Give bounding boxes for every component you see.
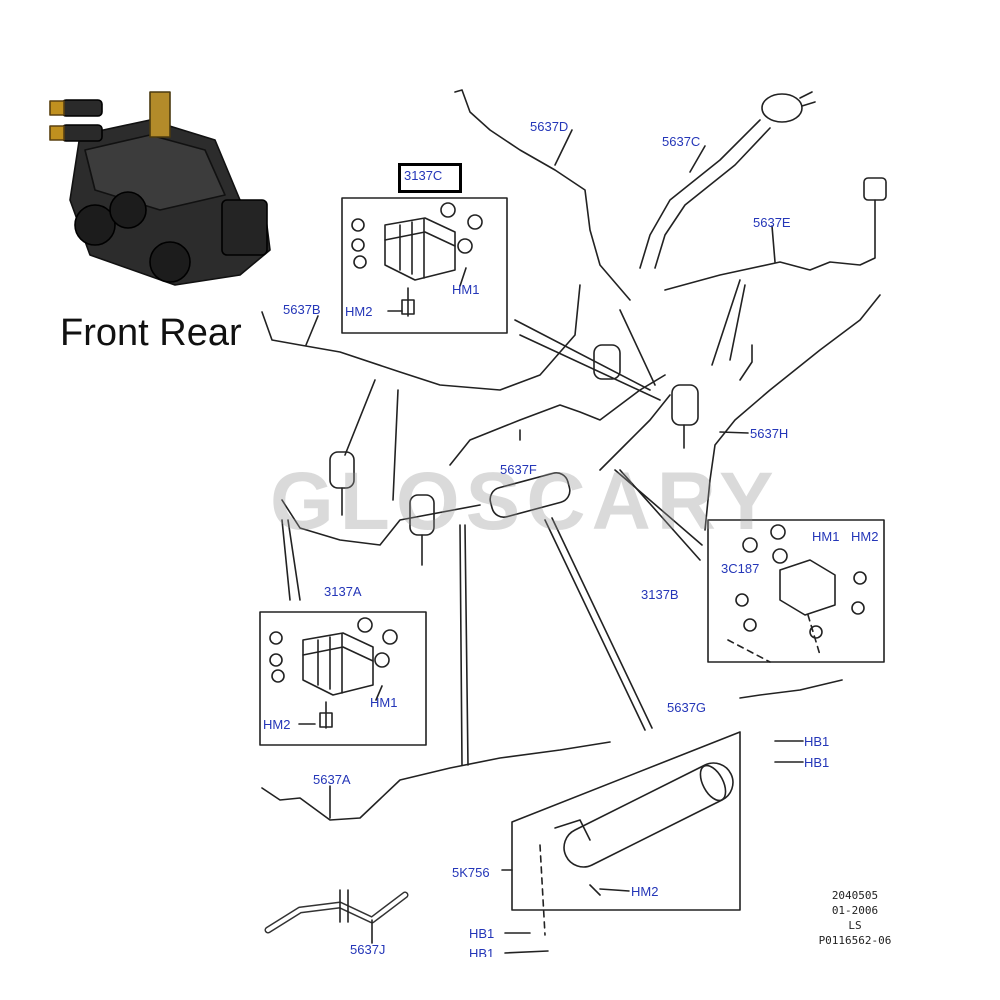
label-hb1-right-2: HB1: [804, 755, 830, 770]
label-hm2-a: HM2: [263, 717, 291, 732]
drawing-reference-stamp: 2040505 01-2006 LS P0116562-06: [800, 888, 910, 948]
pipe-5637f: [449, 374, 666, 466]
detail-box-5k756: [511, 731, 741, 911]
label-5k756: 5K756: [452, 865, 490, 880]
label-hm1-b: HM1: [812, 529, 840, 544]
label-hb1-left-1: HB1: [469, 926, 495, 941]
label-hm1-a: HM1: [370, 695, 398, 710]
label-5637e: 5637E: [753, 215, 791, 230]
label-3c187: 3C187: [721, 561, 760, 576]
label-3137b: 3137B: [641, 587, 679, 602]
valve-block-sketch-3137a: [269, 617, 398, 729]
pipe-end-5637e: [863, 177, 887, 201]
label-hm2-tank: HM2: [631, 884, 659, 899]
label-5637j: 5637J: [350, 942, 386, 957]
stamp-line-3: LS: [848, 919, 862, 932]
pipe-5637d: [454, 89, 631, 301]
detail-box-3137a: [259, 611, 427, 746]
label-3137c: 3137C: [404, 168, 443, 183]
pipe-5637b: [261, 284, 581, 391]
stamp-line-1: 2040505: [831, 889, 879, 902]
highlighted-part-callout: [398, 163, 462, 193]
label-5637b: 5637B: [283, 302, 321, 317]
pipe-5637a: [261, 741, 611, 821]
pipe-5637h: [704, 294, 881, 531]
pipe-5637g: [739, 679, 843, 699]
label-hm2-b: HM2: [851, 529, 879, 544]
pipe-connector-5637c: [761, 91, 816, 123]
label-hm2-top: HM2: [345, 304, 373, 319]
pipe-5637e: [664, 199, 876, 291]
valve-block-sketch-3137b: [727, 524, 867, 663]
label-5637c: 5637C: [662, 134, 701, 149]
label-hm1-top: HM1: [452, 282, 480, 297]
air-strut-front-left: [329, 451, 435, 566]
stamp-line-2: 01-2006: [831, 904, 879, 917]
label-5637h: 5637H: [750, 426, 789, 441]
product-caption: Front Rear: [60, 312, 242, 354]
detail-box-3137b: [707, 519, 885, 663]
label-hb1-left-2: HB1: [469, 947, 495, 957]
air-strut-rear: [593, 344, 699, 449]
valve-block-sketch-3137c: [351, 202, 483, 317]
air-reservoir-5k756: [539, 762, 734, 936]
stamp-line-4: P0116562-06: [818, 934, 892, 947]
label-5637d: 5637D: [530, 119, 569, 134]
label-3137a: 3137A: [324, 584, 362, 599]
watermark-text: GLOSCARY: [270, 456, 780, 547]
valve-block-photo: [49, 91, 271, 286]
accumulator: [489, 472, 571, 518]
label-5637a: 5637A: [313, 772, 351, 787]
label-5637f: 5637F: [500, 462, 537, 477]
label-5637g: 5637G: [667, 700, 707, 715]
detail-box-3137c: [341, 197, 508, 334]
pipe-5637c: [639, 119, 761, 269]
label-hb1-right-1: HB1: [804, 734, 830, 749]
